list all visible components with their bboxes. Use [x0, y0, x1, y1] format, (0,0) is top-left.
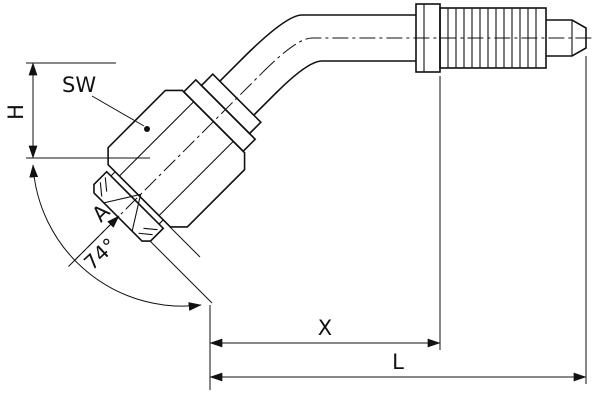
a-dimension-label: A — [87, 199, 115, 227]
hex-face-extension-line — [169, 226, 201, 258]
x-dimension-label: X — [318, 316, 332, 340]
step-ring-small — [200, 73, 262, 135]
nipple-end — [546, 19, 587, 57]
elbow-inner-wall — [275, 60, 416, 94]
h-dimension-label: H — [4, 104, 28, 120]
l-dimension-label: L — [392, 350, 404, 374]
sw-leader-line — [91, 95, 145, 127]
centerline-horizontal — [262, 37, 594, 73]
angle-label: 74° — [79, 233, 121, 275]
angle-arc — [29, 164, 202, 311]
sw-leader-dot — [144, 126, 150, 132]
elbow-outer-wall — [241, 14, 416, 60]
angled-tube-walls — [219, 58, 277, 116]
hose-barb-ribs — [447, 8, 537, 68]
nose-face-extension-line — [149, 240, 213, 304]
sw-label: SW — [62, 73, 96, 97]
hose-barb-body — [439, 7, 547, 69]
